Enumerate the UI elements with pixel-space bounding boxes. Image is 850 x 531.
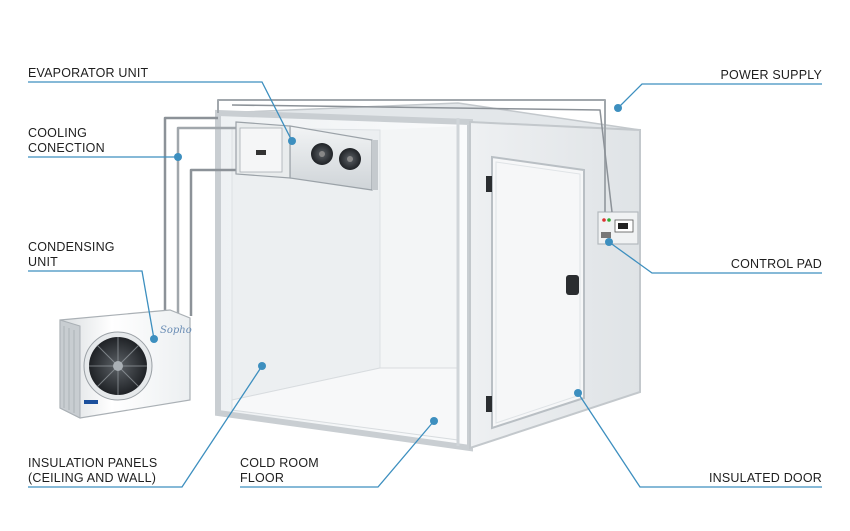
insulated-door[interactable] bbox=[491, 155, 585, 430]
marker-insulated-door bbox=[574, 389, 582, 397]
label-control-pad-text: CONTROL PAD bbox=[730, 257, 822, 271]
condensing-unit: Sopho bbox=[59, 309, 192, 419]
label-condensing-unit: CONDENSING UNIT bbox=[28, 240, 115, 270]
leader-insulated-door bbox=[577, 392, 822, 488]
leader-power-supply bbox=[617, 83, 822, 109]
door-hinge-top bbox=[486, 176, 492, 192]
control-pad[interactable] bbox=[597, 211, 639, 245]
label-control-pad: CONTROL PAD bbox=[731, 257, 822, 272]
label-power-supply: POWER SUPPLY bbox=[721, 68, 823, 83]
marker-power-supply bbox=[614, 104, 622, 112]
label-cold-room-floor: COLD ROOM FLOOR bbox=[240, 456, 319, 486]
label-insulated-door-text: INSULATED DOOR bbox=[709, 471, 822, 485]
label-cooling-connection-line2: CONECTION bbox=[28, 141, 105, 155]
door-hinge-bottom bbox=[486, 396, 492, 412]
label-evaporator-unit: EVAPORATOR UNIT bbox=[28, 66, 148, 81]
cold-room bbox=[215, 102, 641, 452]
marker-dots bbox=[150, 104, 622, 425]
leader-cold-room-floor bbox=[240, 420, 435, 488]
label-insulated-door: INSULATED DOOR bbox=[709, 471, 822, 486]
label-insulation-panels: INSULATION PANELS (CEILING AND WALL) bbox=[28, 456, 157, 486]
evaporator-unit bbox=[235, 121, 378, 191]
door-handle[interactable] bbox=[566, 275, 579, 295]
leader-insulation-panels bbox=[28, 365, 263, 488]
marker-cold-room-floor bbox=[430, 417, 438, 425]
label-condensing-unit-line2: UNIT bbox=[28, 255, 58, 269]
marker-control-pad bbox=[605, 238, 613, 246]
label-evaporator-unit-text: EVAPORATOR UNIT bbox=[28, 66, 149, 80]
marker-cooling-connection bbox=[174, 153, 182, 161]
label-condensing-unit-line1: CONDENSING bbox=[28, 240, 115, 254]
leader-control-pad bbox=[608, 241, 822, 274]
label-cold-room-floor-line2: FLOOR bbox=[240, 471, 285, 485]
label-cooling-connection: COOLING CONECTION bbox=[28, 126, 105, 156]
label-insulation-panels-line1: INSULATION PANELS bbox=[28, 456, 158, 470]
marker-condensing-unit bbox=[150, 335, 158, 343]
leader-lines bbox=[28, 81, 822, 488]
leader-condensing-unit bbox=[28, 270, 155, 340]
label-cooling-connection-line1: COOLING bbox=[28, 126, 88, 140]
cooling-pipes bbox=[163, 99, 613, 320]
leader-evaporator-unit bbox=[28, 81, 293, 142]
marker-evaporator-unit bbox=[288, 137, 296, 145]
label-power-supply-text: POWER SUPPLY bbox=[720, 68, 822, 82]
condenser-brand-logo: Sopho bbox=[160, 325, 192, 336]
label-cold-room-floor-line1: COLD ROOM bbox=[240, 456, 319, 470]
marker-insulation-panels bbox=[258, 362, 266, 370]
label-insulation-panels-line2: (CEILING AND WALL) bbox=[28, 471, 157, 485]
